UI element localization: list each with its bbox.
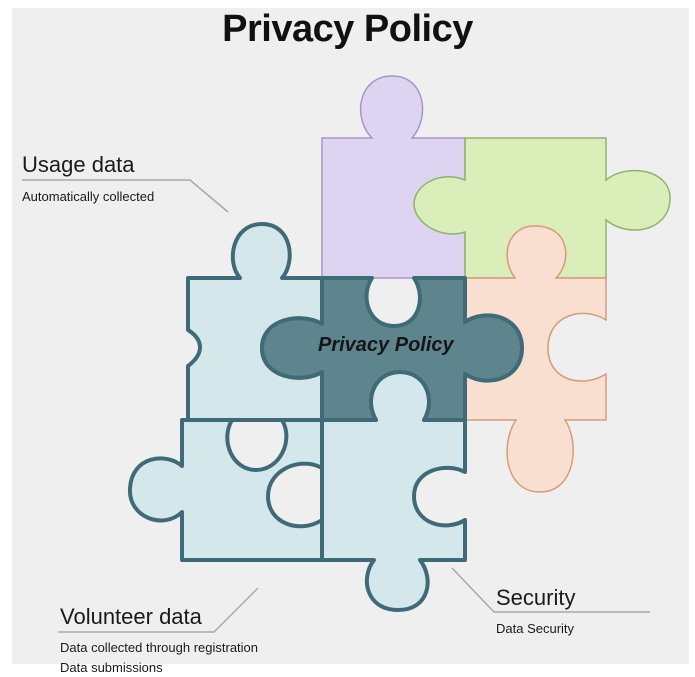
puzzle-piece-green [413, 137, 671, 279]
security-heading: Security [496, 585, 576, 610]
puzzle-piece-center [260, 276, 524, 422]
puzzle-piece-peach [464, 225, 607, 493]
usage-description: Automatically collected [22, 189, 155, 204]
diagram-title: Privacy Policy [222, 8, 473, 50]
volunteer-description-line-2: Data submissions [60, 660, 163, 675]
puzzle-piece-blue-bottom-left [127, 418, 324, 562]
security-callout-line [451, 567, 650, 613]
volunteer-heading: Volunteer data [60, 604, 202, 629]
volunteer-callout-line [58, 587, 259, 633]
center-label: Privacy Policy [318, 334, 454, 356]
security-description: Data Security [496, 621, 575, 636]
volunteer-description-line-1: Data collected through registration [60, 640, 259, 655]
usage-callout-line [22, 179, 229, 213]
usage-heading: Usage data [22, 152, 135, 177]
